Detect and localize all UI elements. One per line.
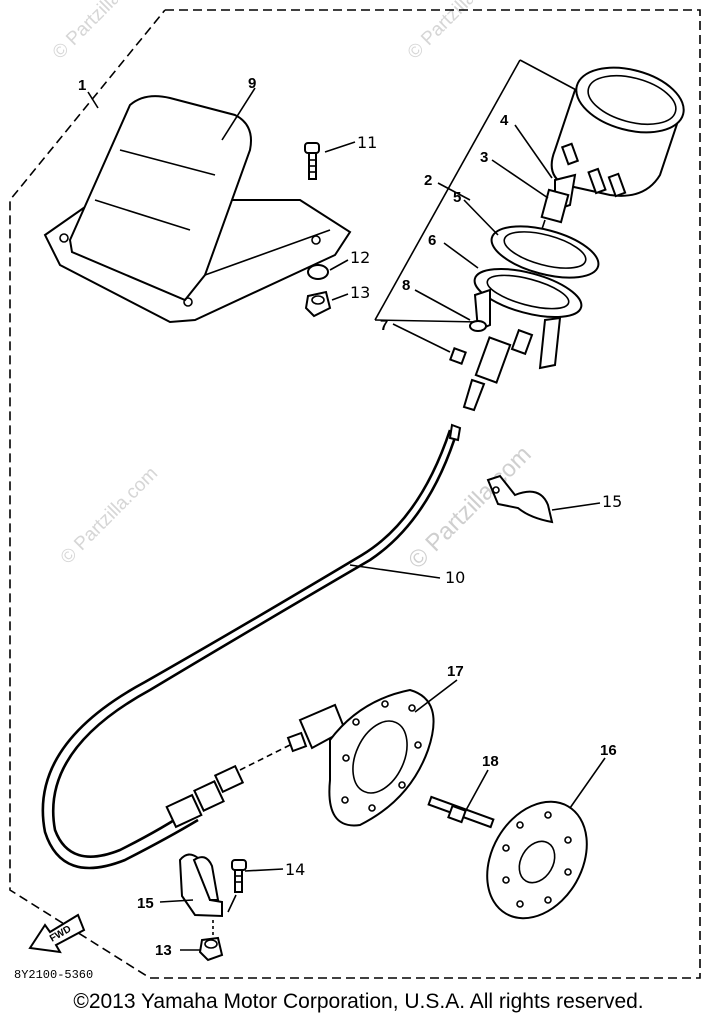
callout-12: 12 bbox=[350, 248, 370, 267]
callout-13-top: 13 bbox=[350, 283, 370, 302]
callout-15-upper: 15 bbox=[602, 492, 622, 511]
callout-8: 8 bbox=[402, 277, 410, 294]
speedometer bbox=[550, 66, 685, 212]
nut-8 bbox=[469, 320, 487, 332]
assembly-boundary bbox=[9, 9, 701, 979]
nut-13-bottom bbox=[198, 936, 224, 962]
callout-3: 3 bbox=[480, 149, 488, 166]
drive-gear-housing-17 bbox=[286, 688, 435, 827]
diagram-part-number: 8Y2100-5360 bbox=[14, 968, 93, 982]
cable-clamp-15-lower bbox=[178, 853, 223, 918]
callout-6: 6 bbox=[428, 232, 436, 249]
nut-7 bbox=[449, 347, 467, 365]
callout-14: 14 bbox=[285, 860, 305, 879]
drive-plate-16 bbox=[486, 800, 588, 920]
cable-fitting bbox=[462, 328, 534, 412]
meter-cover bbox=[43, 95, 352, 324]
callout-7: 7 bbox=[380, 317, 388, 334]
callout-5: 5 bbox=[453, 189, 461, 206]
screw-14 bbox=[231, 859, 247, 893]
callout-17: 17 bbox=[447, 663, 464, 680]
callout-9: 9 bbox=[248, 75, 256, 92]
callout-16: 16 bbox=[600, 742, 617, 759]
callout-11: 11 bbox=[357, 133, 377, 152]
bulb-socket bbox=[539, 188, 570, 236]
cable-lower-end bbox=[165, 764, 245, 829]
callout-1: 1 bbox=[78, 77, 86, 94]
cable-clamp-15-upper bbox=[486, 474, 554, 524]
callout-4: 4 bbox=[500, 112, 509, 129]
watermark-top-left: © Partzilla.com bbox=[49, 0, 154, 64]
callout-2: 2 bbox=[424, 172, 432, 189]
meter-group-bracket bbox=[374, 59, 521, 321]
callout-18: 18 bbox=[482, 753, 499, 770]
bracket-ring-6 bbox=[473, 268, 583, 370]
leader-lines bbox=[87, 87, 606, 951]
fwd-arrow: FWD bbox=[28, 913, 86, 954]
callouts: 1 9 11 12 13 4 3 2 5 6 8 7 15 10 17 16 1… bbox=[78, 75, 622, 959]
callout-10: 10 bbox=[445, 568, 465, 587]
watermark-mid-left: © Partzilla.com bbox=[57, 463, 162, 568]
screw-11 bbox=[304, 142, 320, 180]
callout-15-lower: 15 bbox=[137, 895, 154, 912]
grommet-12 bbox=[307, 264, 329, 280]
drive-pin-18 bbox=[427, 795, 495, 829]
nut-13-top bbox=[304, 290, 332, 318]
callout-13-bottom: 13 bbox=[155, 942, 172, 959]
copyright-notice: ©2013 Yamaha Motor Corporation, U.S.A. A… bbox=[73, 990, 644, 1013]
meter-cable-10 bbox=[51, 427, 460, 858]
cushion-ring-5 bbox=[490, 225, 600, 279]
